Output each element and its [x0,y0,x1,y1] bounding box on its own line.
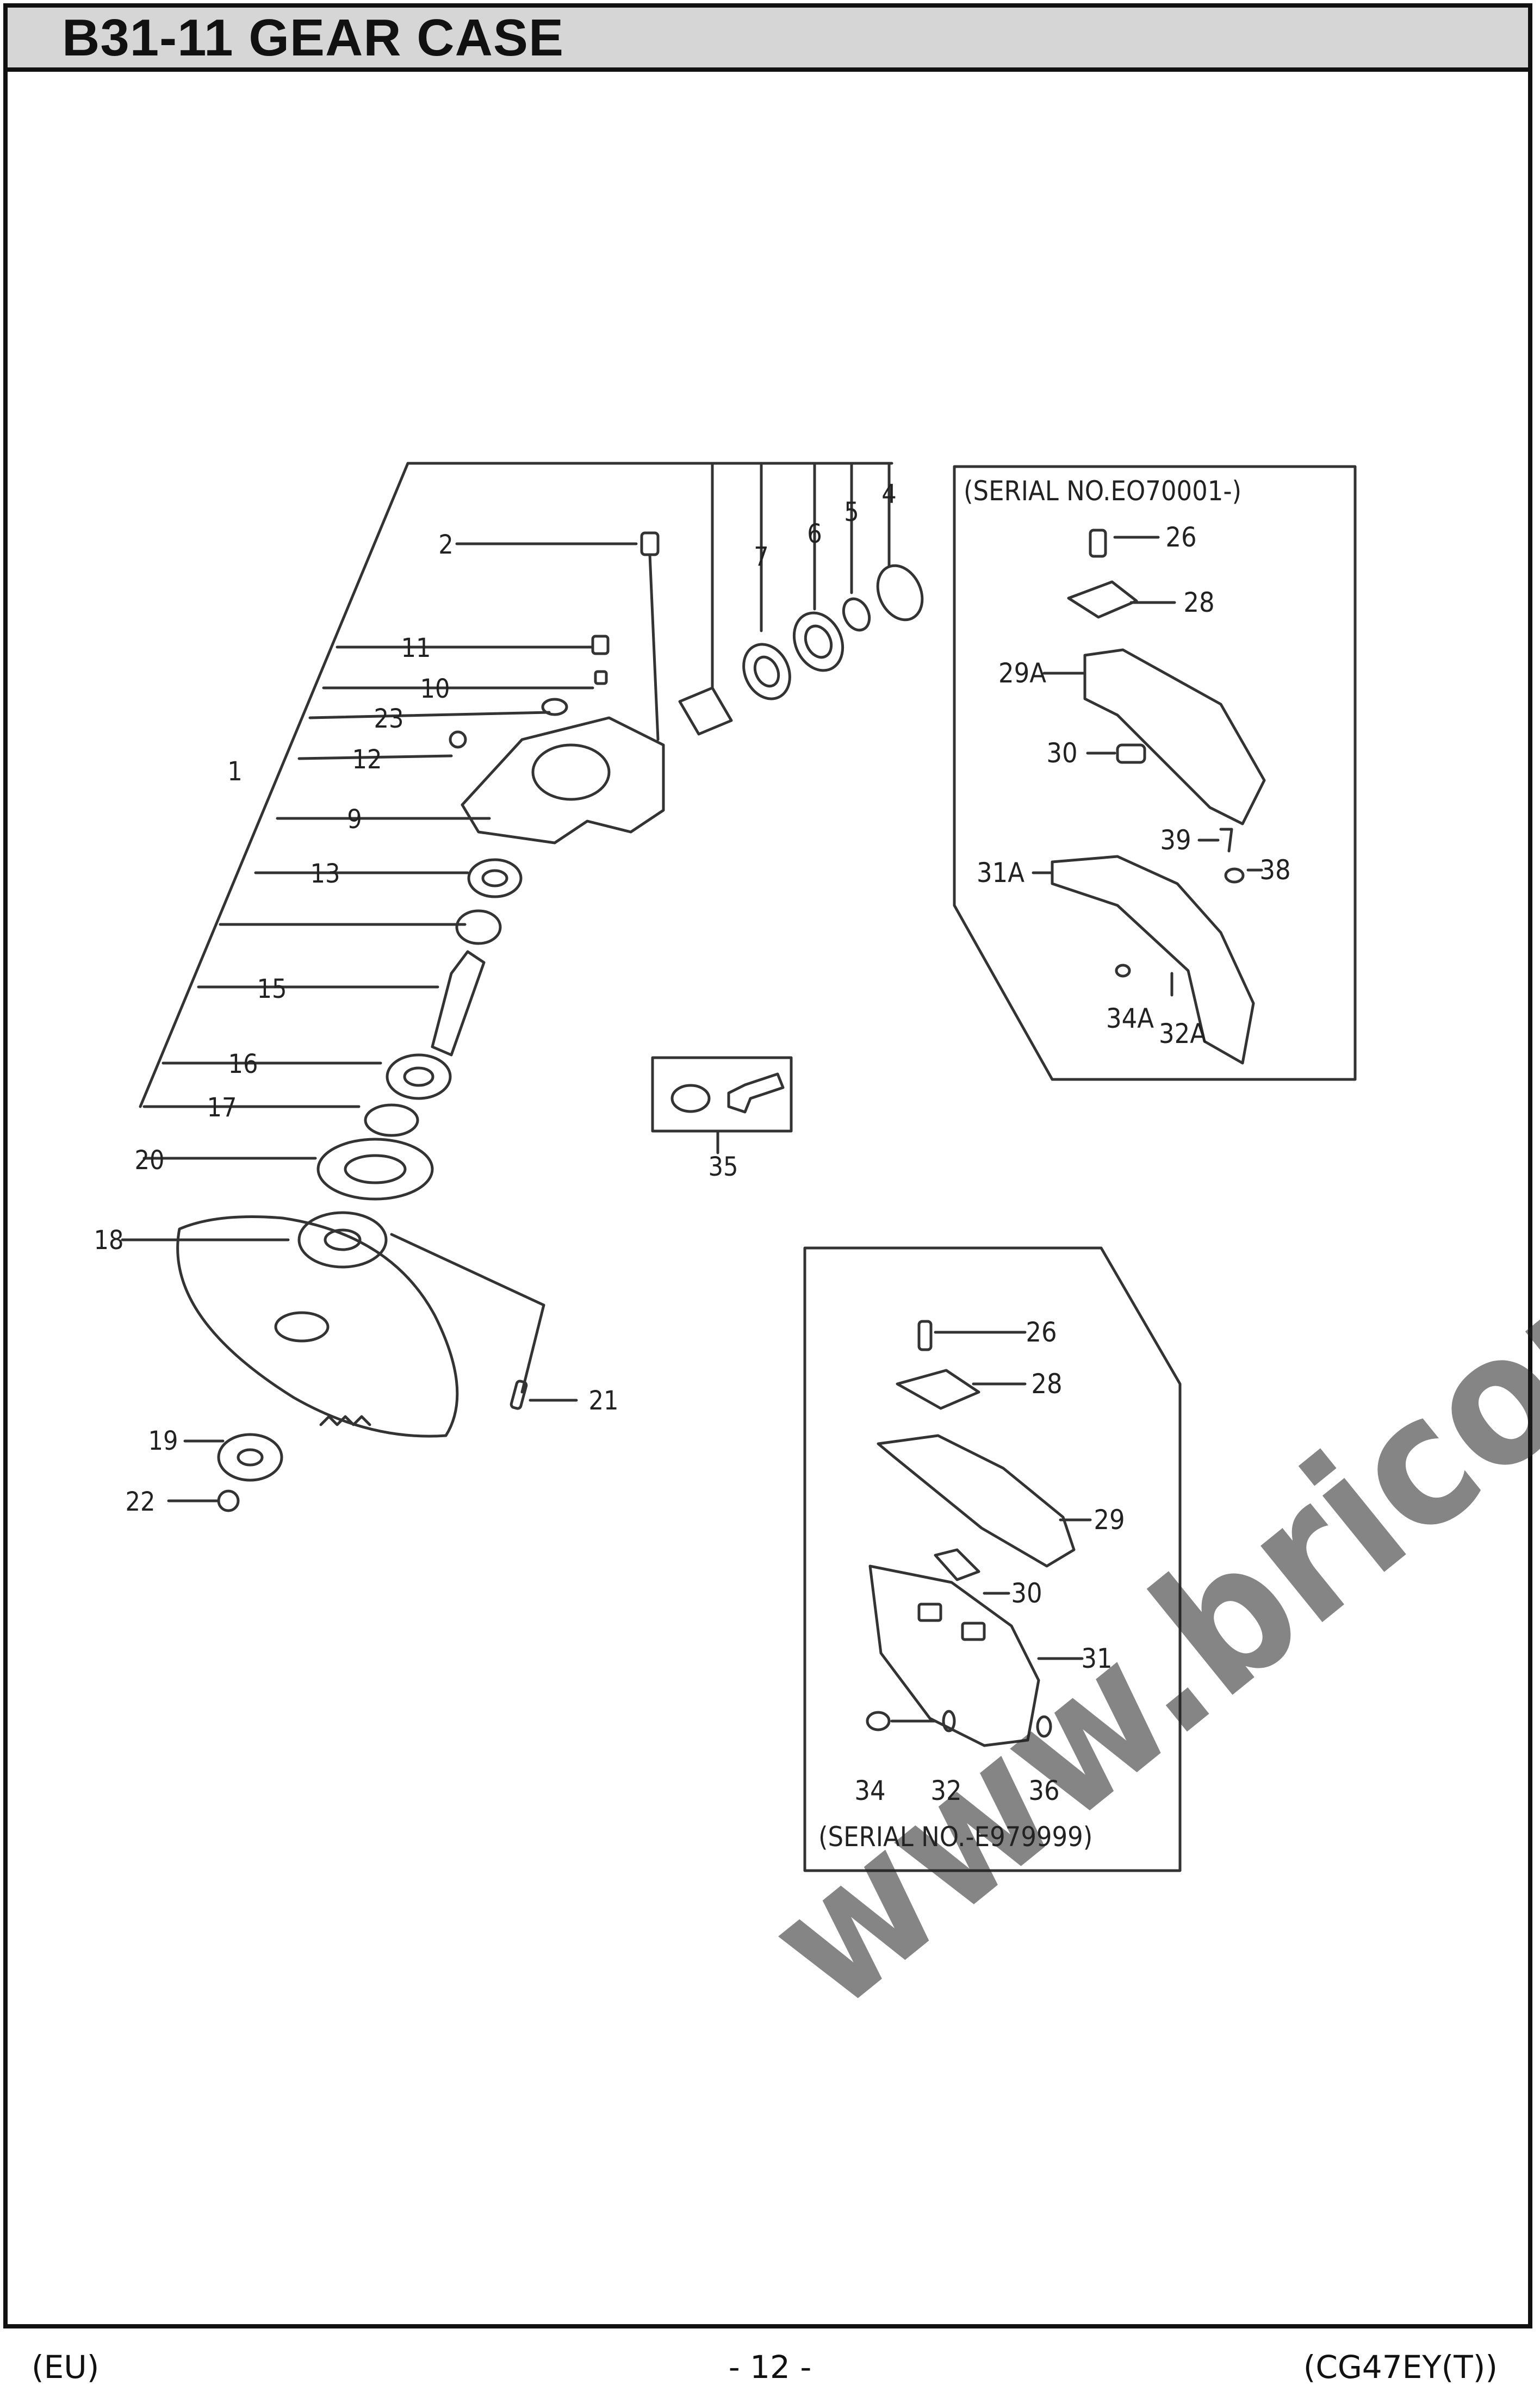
part-label: 26 [1165,521,1196,553]
bolt-2 [640,531,660,556]
holder-19 [217,1433,283,1482]
gear-case-9 [461,716,665,844]
part-label: 23 [374,704,404,734]
washer-17 [364,1103,419,1137]
part-label: 26 [1026,1317,1057,1348]
guard-31A [1051,855,1255,1065]
circlip-4 [876,564,924,622]
part-label: 35 [709,1152,738,1182]
bearing-7 [742,643,791,700]
part-label: 31A [977,857,1024,889]
part-label: 22 [126,1487,156,1517]
part-label: 32A [1159,1018,1207,1050]
bracket-line [139,462,893,1108]
inset-caption-bottom: (SERIAL NO.-E979999) [818,1821,1092,1853]
part-label: 29A [998,657,1046,689]
kit-box-35 [651,1056,793,1133]
part-label: 29 [1094,1504,1125,1536]
holder-18 [297,1211,388,1269]
part-label: 28 [1031,1368,1062,1400]
part-label: 19 [148,1426,178,1456]
inset-box-bottom [803,1246,1182,1872]
part-label: 30 [1011,1578,1042,1609]
section-header: B31-11 GEAR CASE [8,8,1528,72]
part-label: 39 [1160,824,1191,856]
inset-caption-top: (SERIAL NO.EO70001-) [964,475,1241,507]
inset-box-top [953,465,1357,1081]
guard-31 [868,1564,1040,1747]
bolt-21 [510,1380,528,1410]
part-label: 13 [311,859,340,889]
page-frame: B31-11 GEAR CASE [3,3,1532,2328]
nut-22 [217,1489,240,1512]
bearing-16 [386,1053,452,1100]
bearing-6 [792,611,844,672]
part-label: 31 [1081,1643,1112,1674]
part-label: 2 [438,530,453,560]
bearing-13 [467,858,523,898]
part-label: 34A [1106,1003,1154,1034]
footer-model: (CG47EY(T)) [1303,2349,1498,2386]
part-label: 5 [844,497,859,527]
part-label: 11 [401,633,431,663]
blade [176,1215,459,1438]
part-label: 12 [352,744,382,775]
part-label: 34 [854,1775,885,1806]
guard-29 [877,1434,1076,1568]
part-label: 4 [881,479,896,510]
part-label: 18 [94,1225,124,1256]
part-label: 15 [257,974,287,1004]
cover-20 [316,1138,434,1201]
part-label: 17 [207,1092,237,1123]
part-label: 36 [1028,1775,1059,1806]
spindle-15 [431,950,486,1057]
page-title: B31-11 GEAR CASE [62,9,564,67]
part-label: 32 [930,1775,961,1806]
pinion-gear [678,686,733,736]
part-label: 21 [589,1386,619,1416]
part-label: 28 [1183,587,1214,618]
footer-region: (EU) [32,2349,100,2386]
page-number: - 12 - [728,2349,812,2386]
part-label: 1 [227,756,242,787]
part-label: 10 [420,674,450,704]
gear-14 [455,909,502,945]
guard-29A [1083,648,1266,825]
part-label: 7 [754,542,768,572]
part-label: 16 [228,1049,258,1079]
part-label: 9 [347,804,362,835]
part-label: 38 [1259,854,1290,886]
part-label: 30 [1046,737,1077,769]
part-label: 20 [135,1145,165,1176]
part-label: 6 [807,519,822,549]
